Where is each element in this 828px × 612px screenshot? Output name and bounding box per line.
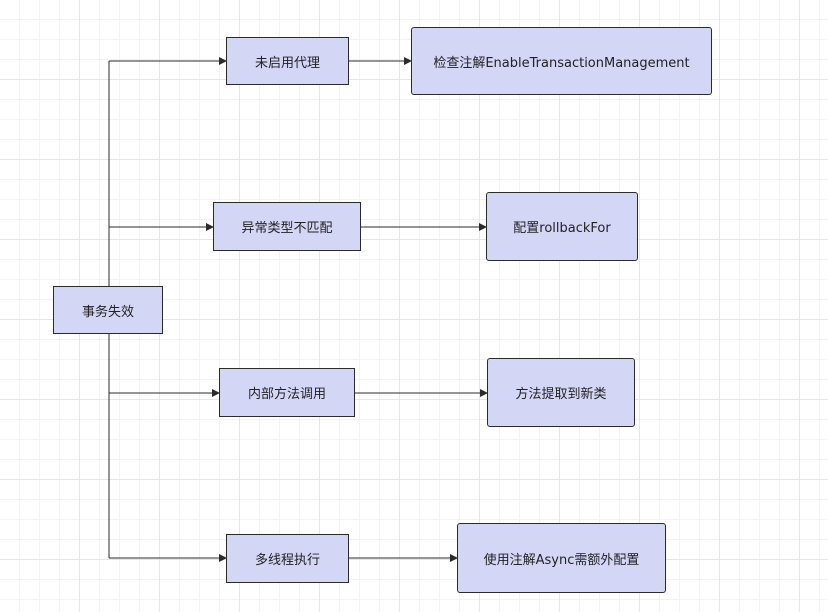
solution-node-rollbackfor[interactable]: 配置rollbackFor (486, 192, 638, 261)
root-node[interactable]: 事务失效 (53, 286, 163, 334)
solution-node-new-class[interactable]: 方法提取到新类 (487, 358, 635, 427)
cause-node-multithread[interactable]: 多线程执行 (226, 534, 349, 583)
cause-node-internal-call[interactable]: 内部方法调用 (219, 368, 355, 417)
cause-node-exception-type[interactable]: 异常类型不匹配 (213, 202, 361, 251)
cause-node-proxy[interactable]: 未启用代理 (226, 37, 349, 85)
solution-node-async[interactable]: 使用注解Async需额外配置 (457, 523, 666, 593)
solution-node-enable-tx[interactable]: 检查注解EnableTransactionManagement (411, 27, 712, 95)
